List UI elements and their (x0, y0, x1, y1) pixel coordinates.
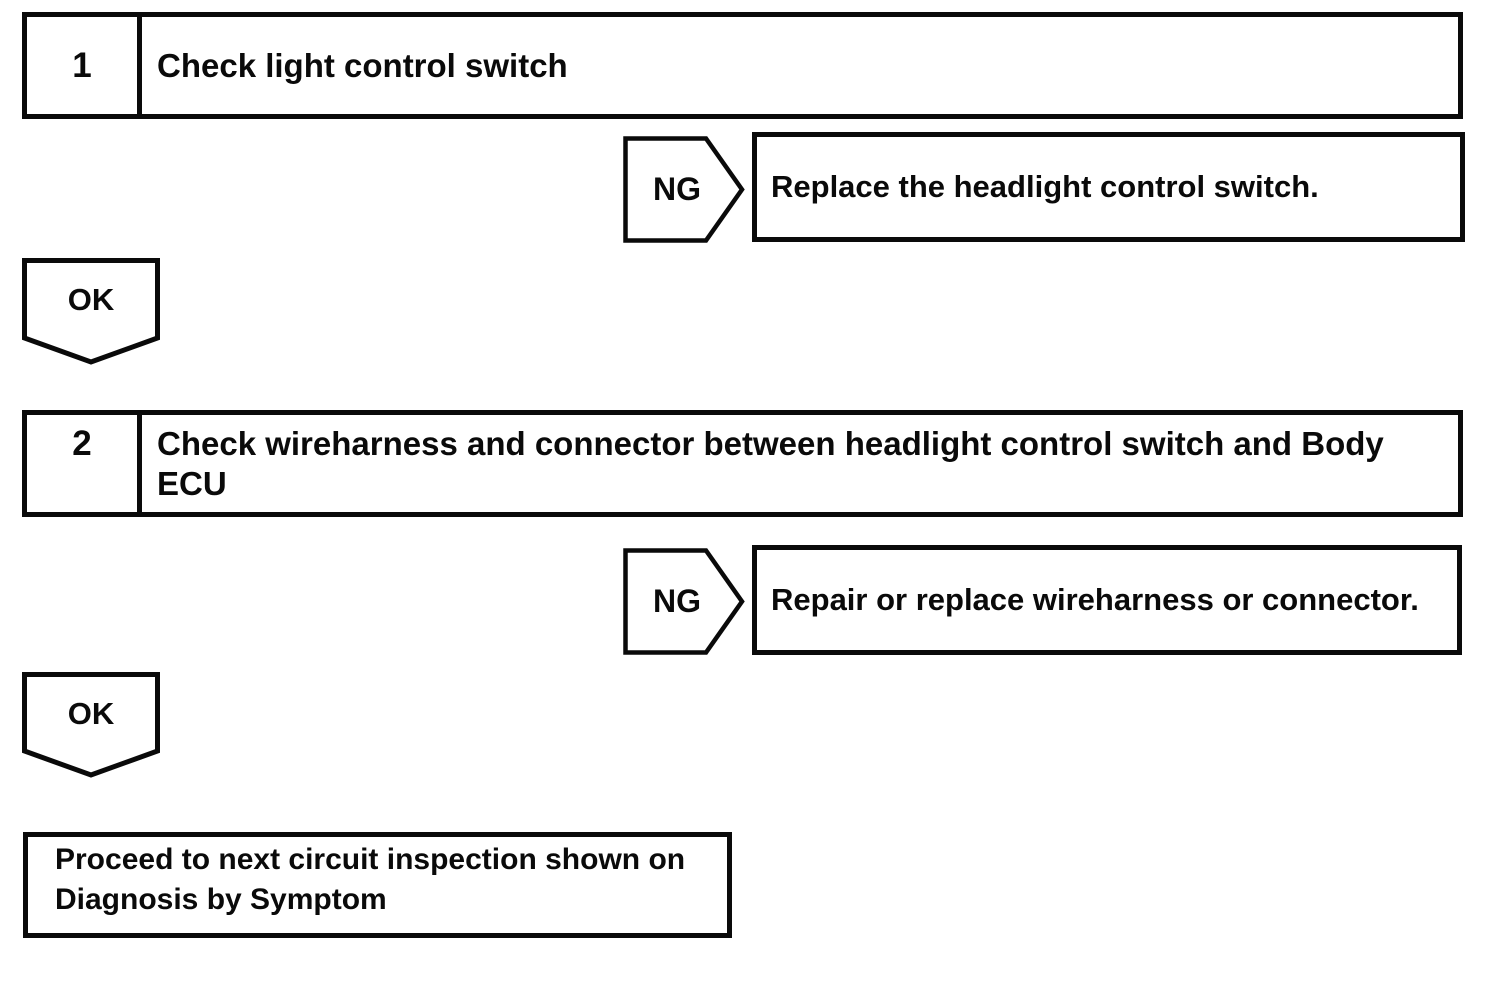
step-2-ok-label: OK (67, 696, 115, 731)
step-2-ok-connector: OK (22, 672, 160, 778)
step-2-ng-label: NG (653, 583, 701, 619)
step-2-number: 2 (27, 415, 142, 512)
step-2-box: 2 Check wireharness and connector betwee… (22, 410, 1463, 517)
ok-pentagon-icon (22, 258, 160, 365)
step-1-ok-connector: OK (22, 258, 160, 365)
step-2-ng-action-text: Repair or replace wireharness or connect… (771, 582, 1419, 617)
ng-pentagon-icon (623, 548, 745, 655)
terminal-box: Proceed to next circuit inspection shown… (23, 832, 732, 938)
ok-pentagon-icon (22, 672, 160, 778)
step-1-ng-action-box: Replace the headlight control switch. (752, 132, 1465, 242)
step-1-title: Check light control switch (157, 46, 568, 84)
step-2-title: Check wireharness and connector between … (157, 425, 1384, 502)
step-2-ng-connector: NG (623, 548, 745, 655)
step-1-ok-label: OK (67, 282, 115, 317)
step-1-box: 1 Check light control switch (22, 12, 1463, 119)
step-2-ng-action-box: Repair or replace wireharness or connect… (752, 545, 1462, 655)
step-1-number: 1 (27, 17, 142, 114)
terminal-text: Proceed to next circuit inspection shown… (55, 843, 686, 916)
step-1-ng-connector: NG (623, 136, 745, 243)
ng-pentagon-icon (623, 136, 745, 243)
step-1-ng-label: NG (653, 171, 701, 207)
step-1-ng-action-text: Replace the headlight control switch. (771, 169, 1319, 204)
